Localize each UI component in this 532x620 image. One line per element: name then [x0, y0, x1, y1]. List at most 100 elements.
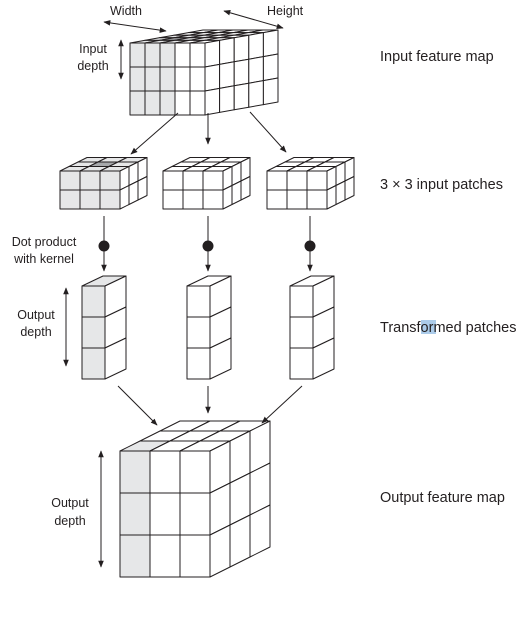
cube-front-cell — [119, 534, 151, 578]
cube-front-cell — [129, 90, 146, 116]
cube-side-cell — [262, 53, 279, 82]
cube-front-cell — [289, 316, 314, 349]
cube-front-cell — [119, 492, 151, 536]
cube-front-cell — [266, 189, 288, 210]
cube-front-cell — [286, 189, 308, 210]
map-output-depth-label-line1: Output — [51, 496, 89, 510]
cube-front-cell — [186, 285, 211, 318]
dot-product-node-2 — [202, 240, 214, 252]
patch-output-depth-label-line1: Output — [17, 308, 55, 322]
cube-front-cell — [159, 90, 176, 116]
cube-side-cell — [248, 80, 264, 108]
cube-front-cell — [59, 170, 81, 191]
output-feature-map-volume — [119, 420, 271, 578]
cube-side-cell — [233, 82, 250, 111]
cube-side-cell — [344, 176, 355, 201]
cube-front-cell — [189, 90, 206, 116]
input-patch-2 — [162, 157, 251, 210]
cube-side-cell — [233, 34, 250, 63]
cube-front-cell — [186, 347, 211, 380]
merge-arrows — [117, 385, 303, 426]
cube-side-cell — [233, 58, 250, 87]
cube-side-cell — [209, 337, 232, 380]
input-depth-label-line2: depth — [77, 59, 108, 73]
cube-side-cell — [326, 185, 337, 210]
cube-front-cell — [129, 42, 146, 68]
transformed-patch-2 — [186, 275, 232, 380]
cube-side-cell — [248, 32, 264, 60]
input-feature-map-volume — [129, 29, 279, 116]
cube-front-cell — [202, 189, 224, 210]
cube-front-cell — [81, 285, 106, 318]
cube-front-cell — [99, 170, 121, 191]
cube-front-cell — [266, 170, 288, 191]
input-depth-label-line1: Input — [79, 42, 107, 56]
cube-front-cell — [149, 492, 181, 536]
cube-front-cell — [149, 534, 181, 578]
cube-side-cell — [240, 176, 251, 201]
cube-side-cell — [249, 504, 271, 558]
dot-product-label-line1: Dot product — [12, 235, 77, 249]
cube-front-cell — [286, 170, 308, 191]
cube-front-cell — [179, 492, 211, 536]
cube-front-cell — [81, 316, 106, 349]
cube-front-cell — [149, 450, 181, 494]
cube-front-cell — [119, 450, 151, 494]
patch-output-depth-indicator: Output depth — [17, 287, 69, 367]
width-label: Width — [110, 4, 142, 18]
cube-front-cell — [306, 189, 328, 210]
transformed-patch-1 — [81, 275, 127, 380]
cube-front-cell — [202, 170, 224, 191]
input-depth-indicator: Input depth — [77, 39, 124, 80]
map-output-depth-label-line2: depth — [54, 514, 85, 528]
cube-front-cell — [179, 534, 211, 578]
cube-side-cell — [219, 37, 235, 65]
cube-front-cell — [289, 347, 314, 380]
cube-side-cell — [262, 77, 279, 106]
cube-front-cell — [186, 316, 211, 349]
cube-front-cell — [144, 90, 161, 116]
cube-side-cell — [128, 180, 139, 205]
width-indicator: Width — [103, 4, 167, 33]
cube-side-cell — [222, 185, 233, 210]
cube-side-cell — [119, 185, 130, 210]
height-label: Height — [267, 4, 304, 18]
cube-front-cell — [174, 90, 191, 116]
cube-side-cell — [204, 63, 221, 92]
cube-side-cell — [219, 85, 235, 113]
caption-input-patches: 3 × 3 input patches — [380, 177, 503, 193]
cube-front-cell — [182, 170, 204, 191]
cube-side-cell — [204, 87, 221, 116]
cube-front-cell — [182, 189, 204, 210]
cube-front-cell — [159, 66, 176, 92]
cube-front-cell — [129, 66, 146, 92]
cube-front-cell — [79, 189, 101, 210]
cube-side-cell — [248, 56, 264, 84]
patch-output-depth-label-line2: depth — [20, 325, 51, 339]
caption-output-feature-map: Output feature map — [380, 490, 505, 506]
caption-input-feature-map: Input feature map — [380, 49, 494, 65]
cube-front-cell — [162, 189, 184, 210]
dot-product-node-1 — [98, 240, 110, 252]
split-arrows — [130, 111, 287, 155]
transformed-patch-3 — [289, 275, 335, 380]
caption-transformed-patches: Transformed patches — [380, 320, 516, 336]
cube-front-cell — [79, 170, 101, 191]
cube-front-cell — [289, 285, 314, 318]
dot-product-label-line2: with kernel — [13, 252, 74, 266]
input-patch-1 — [59, 157, 148, 210]
cube-front-cell — [159, 42, 176, 68]
cube-side-cell — [219, 61, 235, 89]
cube-front-cell — [144, 66, 161, 92]
cube-front-cell — [59, 189, 81, 210]
cube-side-cell — [231, 180, 242, 205]
cube-front-cell — [179, 450, 211, 494]
cube-side-cell — [104, 337, 127, 380]
cube-front-cell — [189, 66, 206, 92]
cube-side-cell — [137, 176, 148, 201]
cube-side-cell — [204, 39, 221, 68]
dot-product-node-3 — [304, 240, 316, 252]
input-patch-3 — [266, 157, 355, 210]
cube-side-cell — [335, 180, 346, 205]
